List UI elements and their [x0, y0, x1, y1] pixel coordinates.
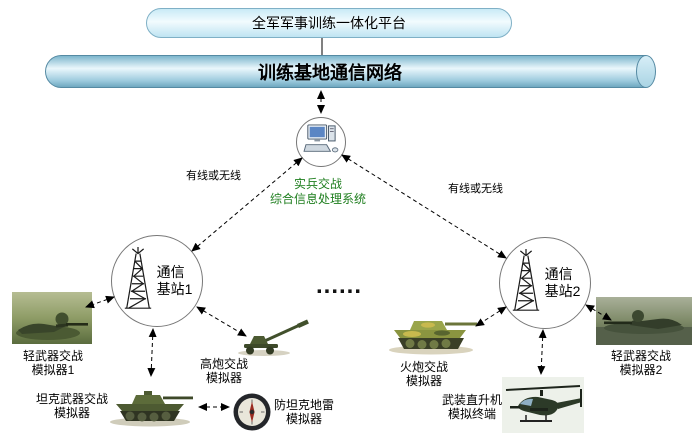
- station-1-label-line2: 基站1: [156, 281, 193, 297]
- label-line1: 武装直升机: [441, 393, 502, 407]
- label-line2: 模拟器1: [31, 363, 75, 377]
- backbone-cylinder: [45, 55, 646, 88]
- label-line1: 坦克武器交战: [35, 392, 108, 406]
- label-line2: 模拟器: [205, 371, 242, 385]
- link-label-left: 有线或无线: [186, 170, 241, 182]
- platform-box: 全军军事训练一体化平台: [146, 8, 512, 38]
- helicopter-image: [502, 377, 584, 433]
- backbone-label-text: 训练基地通信网络: [258, 62, 402, 83]
- processor-label-line2: 综合信息处理系统: [269, 192, 366, 206]
- station-2-label-line2: 基站2: [544, 283, 581, 299]
- light-weapon-2-label: 轻武器交战 模拟器2: [593, 349, 689, 377]
- label-line1: 火炮交战: [399, 360, 448, 374]
- label-line2: 模拟器2: [619, 363, 663, 377]
- tank-image: [104, 380, 196, 428]
- label-line1: 高炮交战: [199, 357, 248, 371]
- label-line2: 模拟器: [285, 412, 322, 426]
- processor-label-line1: 实兵交战: [293, 177, 342, 191]
- platform-label: 全军军事训练一体化平台: [252, 15, 406, 31]
- light-weapon-2-image: [596, 297, 692, 345]
- label-line1: 防坦克地雷: [273, 398, 334, 412]
- computer-icon: [301, 123, 341, 161]
- link-label-right: 有线或无线: [448, 183, 503, 195]
- station-1-label: 通信 基站1: [157, 264, 193, 298]
- station-1-label-line1: 通信: [156, 264, 185, 280]
- helicopter-label: 武装直升机 模拟终端: [424, 393, 520, 421]
- antenna-tower-icon: [510, 247, 542, 320]
- antitank-mine-image: [232, 392, 272, 432]
- processor-label: 实兵交战 综合信息处理系统: [238, 177, 398, 207]
- label-line1: 轻武器交战: [22, 349, 83, 363]
- ellipsis: ......: [316, 272, 363, 299]
- label-line2: 模拟器: [405, 374, 442, 388]
- label-line1: 轻武器交战: [610, 349, 671, 363]
- light-weapon-1-image: [12, 292, 92, 344]
- antitank-mine-label: 防坦克地雷 模拟器: [256, 398, 352, 426]
- tank-weapon-label: 坦克武器交战 模拟器: [24, 392, 120, 420]
- station-1-node: 通信 基站1: [111, 235, 203, 327]
- backbone-label: 训练基地通信网络: [45, 55, 615, 88]
- label-line2: 模拟器: [53, 406, 90, 420]
- station-2-node: 通信 基站2: [499, 237, 591, 329]
- aa-gun-label: 高炮交战 模拟器: [176, 357, 272, 385]
- light-weapon-1-label: 轻武器交战 模拟器1: [5, 349, 101, 377]
- station-2-label: 通信 基站2: [545, 266, 581, 300]
- artillery-label: 火炮交战 模拟器: [376, 360, 472, 388]
- aa-gun-image: [234, 318, 312, 358]
- station-2-label-line1: 通信: [544, 266, 573, 282]
- antenna-tower-icon: [122, 245, 154, 318]
- processor-node: [296, 117, 346, 167]
- artillery-image: [384, 308, 478, 356]
- label-line2: 模拟终端: [447, 407, 496, 421]
- backbone-cylinder-endcap: [636, 55, 656, 88]
